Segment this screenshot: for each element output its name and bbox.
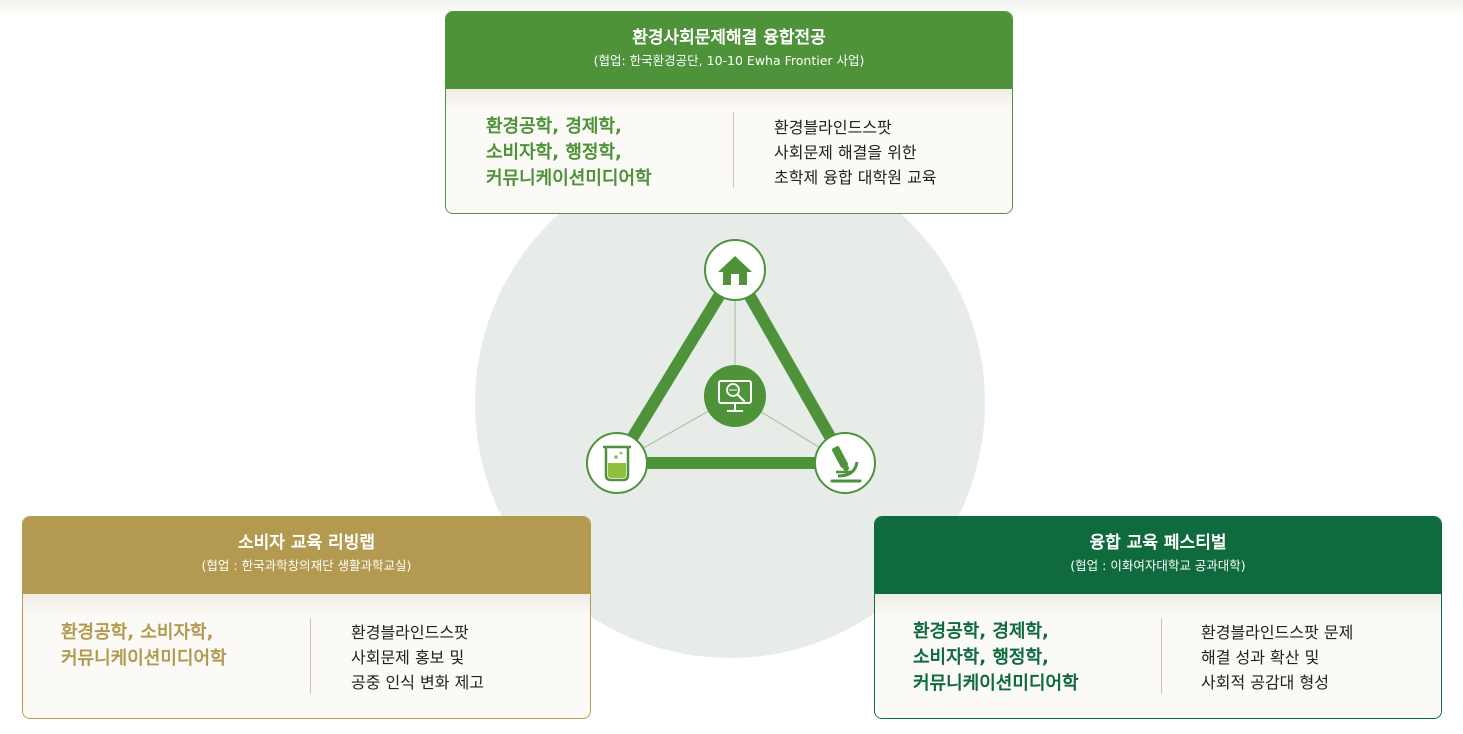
monitor-search-icon (704, 365, 766, 427)
microscope-icon (814, 432, 876, 494)
program-card-environment-major: 환경사회문제해결 융합전공 (협업: 한국환경공단, 10-10 Ewha Fr… (445, 11, 1013, 214)
card-description: 환경블라인드스팟 사회문제 해결을 위한 초학제 융합 대학원 교육 (774, 118, 937, 187)
card-body: 환경공학, 경제학, 소비자학, 행정학, 커뮤니케이션미디어학 환경블라인드스… (446, 89, 1012, 213)
card-header: 환경사회문제해결 융합전공 (협업: 한국환경공단, 10-10 Ewha Fr… (446, 12, 1012, 89)
card-majors: 환경공학, 소비자학, 커뮤니케이션미디어학 (61, 622, 227, 669)
card-subtitle: (협업 : 한국과학창의재단 생활과학교실) (201, 558, 412, 573)
edge-right (729, 264, 851, 469)
card-description: 환경블라인드스팟 문제 해결 성과 확산 및 사회적 공감대 형성 (1201, 623, 1354, 692)
edge-left (611, 264, 741, 469)
house-icon (704, 239, 766, 301)
card-title: 융합 교육 페스티벌 (1089, 533, 1227, 553)
card-divider (733, 112, 734, 188)
card-body: 환경공학, 경제학, 소비자학, 행정학, 커뮤니케이션미디어학 환경블라인드스… (875, 594, 1441, 718)
card-divider (1161, 618, 1162, 694)
program-card-livinglab: 소비자 교육 리빙랩 (협업 : 한국과학창의재단 생활과학교실) 환경공학, … (22, 516, 591, 719)
card-header: 소비자 교육 리빙랩 (협업 : 한국과학창의재단 생활과학교실) (23, 517, 590, 594)
top-band (0, 0, 1463, 20)
card-title: 환경사회문제해결 융합전공 (632, 28, 826, 48)
program-card-festival: 융합 교육 페스티벌 (협업 : 이화여자대학교 공과대학) 환경공학, 경제학… (874, 516, 1442, 719)
card-body: 환경공학, 소비자학, 커뮤니케이션미디어학 환경블라인드스팟 사회문제 홍보 … (23, 594, 590, 718)
card-subtitle: (협업 : 이화여자대학교 공과대학) (1070, 558, 1246, 573)
card-header: 융합 교육 페스티벌 (협업 : 이화여자대학교 공과대학) (875, 517, 1441, 594)
card-divider (310, 618, 311, 694)
beaker-icon (586, 432, 648, 494)
card-majors: 환경공학, 경제학, 소비자학, 행정학, 커뮤니케이션미디어학 (913, 621, 1079, 694)
card-majors: 환경공학, 경제학, 소비자학, 행정학, 커뮤니케이션미디어학 (486, 116, 652, 189)
card-title: 소비자 교육 리빙랩 (238, 533, 375, 553)
card-subtitle: (협업: 한국환경공단, 10-10 Ewha Frontier 사업) (593, 53, 865, 68)
card-description: 환경블라인드스팟 사회문제 홍보 및 공중 인식 변화 제고 (351, 623, 485, 692)
